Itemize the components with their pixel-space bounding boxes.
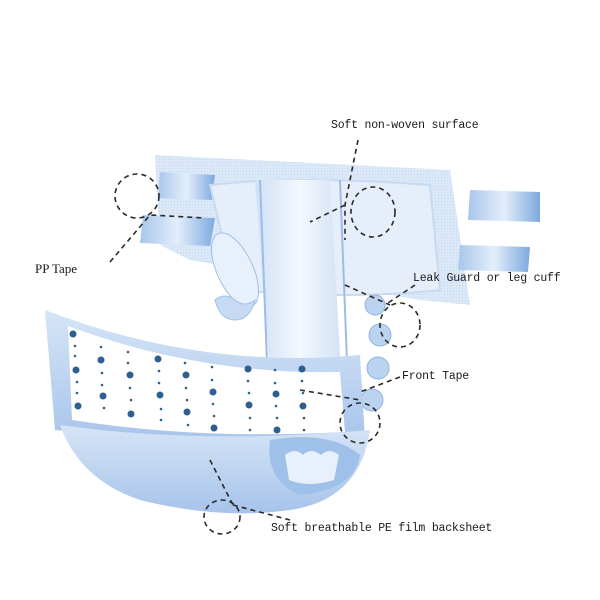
label-soft-non-woven-surface: Soft non-woven surface	[331, 119, 479, 132]
label-backsheet: Soft breathable PE film backsheet	[271, 522, 493, 535]
leg-cuff-left	[211, 232, 259, 321]
label-pp-tape: PP Tape	[35, 261, 78, 276]
wetness-indicator	[69, 330, 307, 434]
callout-backsheet	[203, 459, 291, 535]
left-pp-tapes	[140, 172, 215, 246]
label-front-tape: Front Tape	[402, 370, 470, 383]
callout-non-woven	[309, 139, 396, 240]
callout-front-tape	[299, 376, 401, 444]
label-leak-guard: Leak Guard or leg cuff	[413, 272, 561, 285]
right-pp-tapes	[458, 190, 540, 272]
leg-cuff-right	[360, 294, 392, 412]
callout-pp-tape	[109, 173, 206, 263]
callout-leak-guard	[344, 284, 421, 348]
